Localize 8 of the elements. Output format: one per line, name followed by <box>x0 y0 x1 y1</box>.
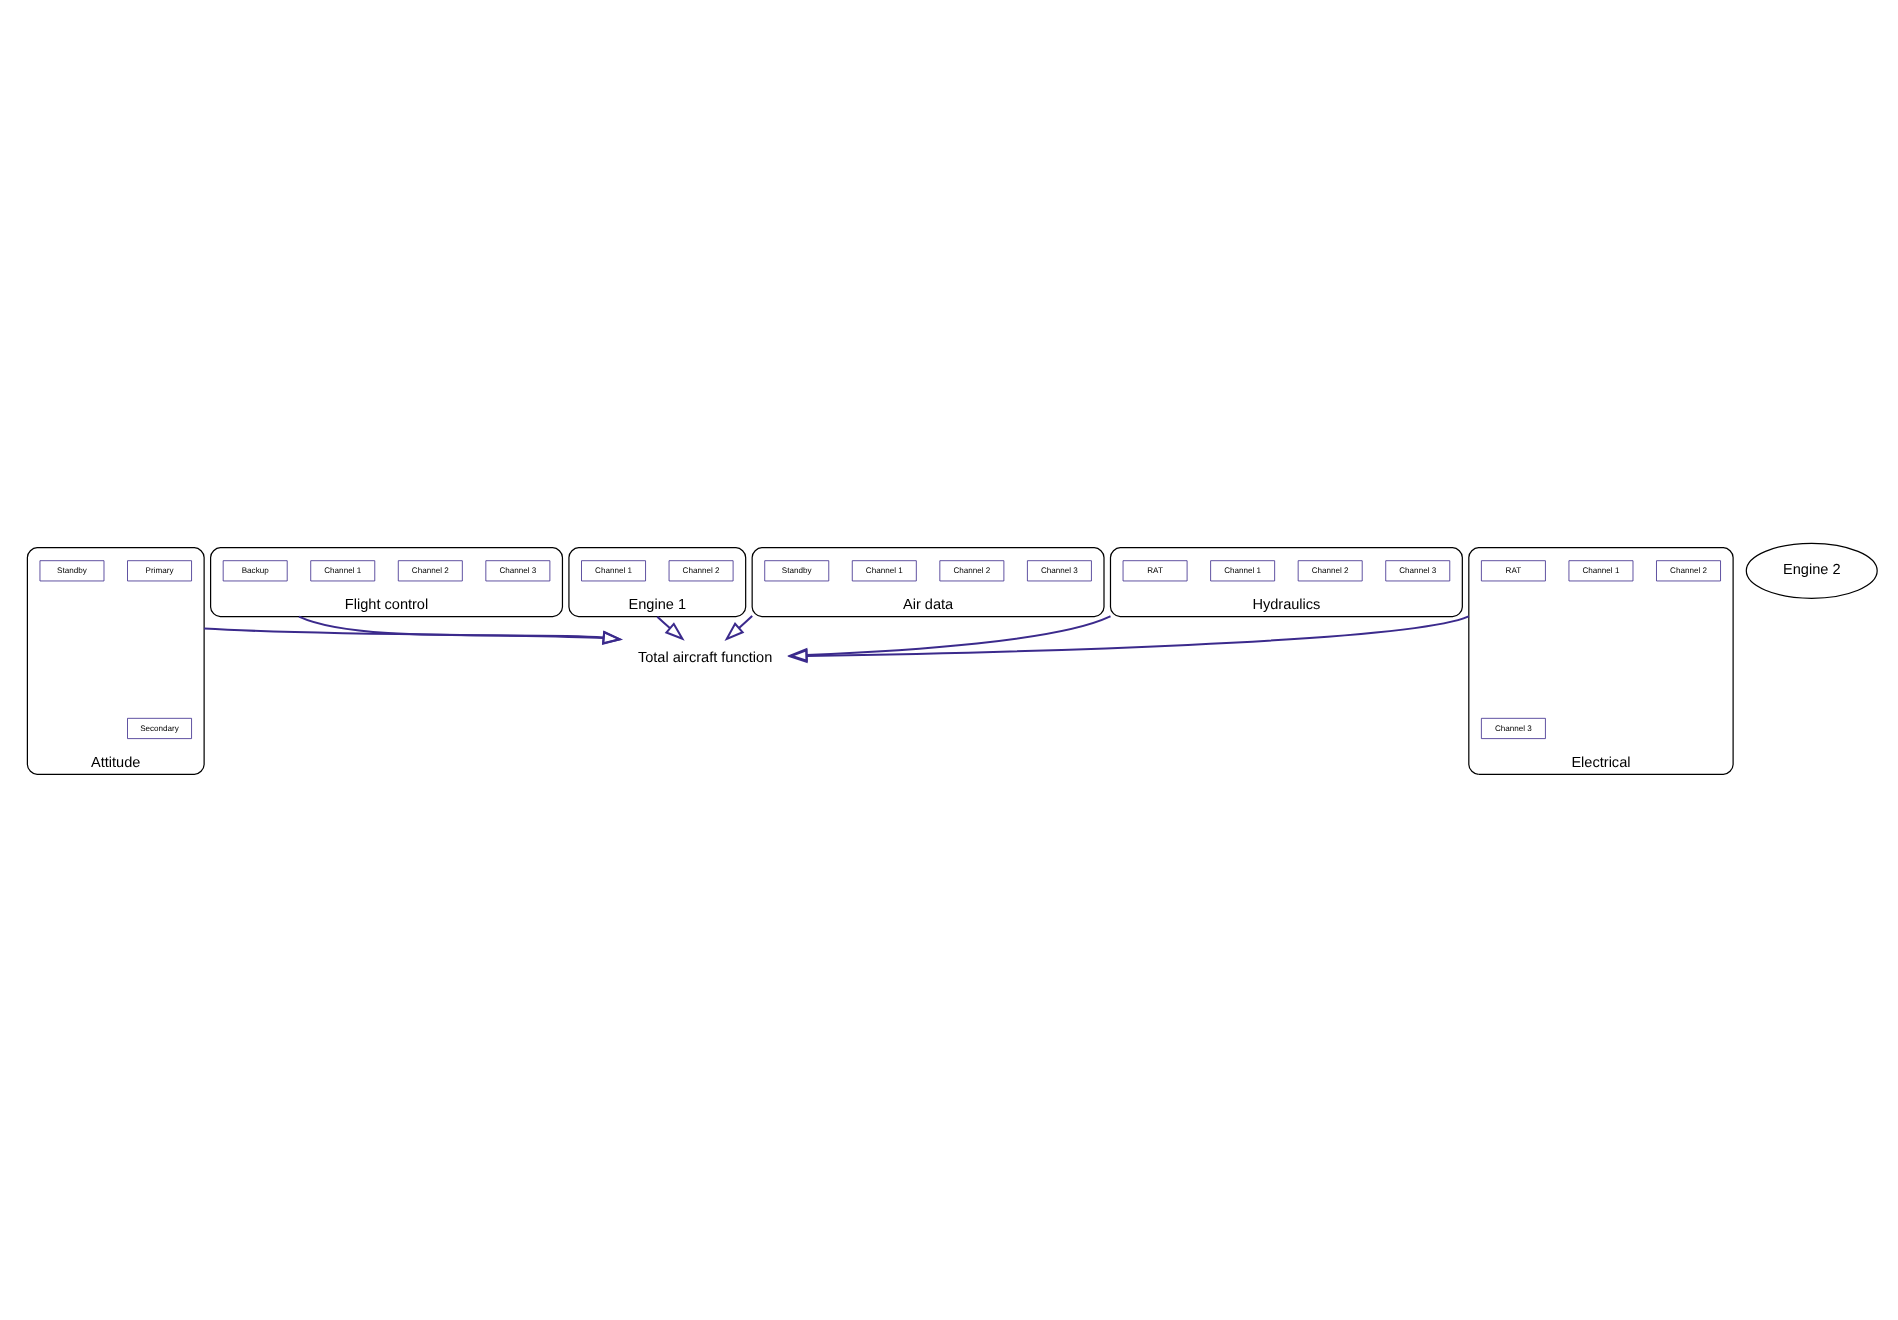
node-text: Total aircraft function <box>637 646 773 665</box>
arrow <box>724 614 753 640</box>
arrow <box>298 614 623 644</box>
arrow <box>204 626 623 644</box>
arrow <box>656 614 685 640</box>
arrow <box>787 614 1470 663</box>
arrow <box>787 614 1111 662</box>
node-ellipse: Engine 2 <box>1745 541 1878 598</box>
